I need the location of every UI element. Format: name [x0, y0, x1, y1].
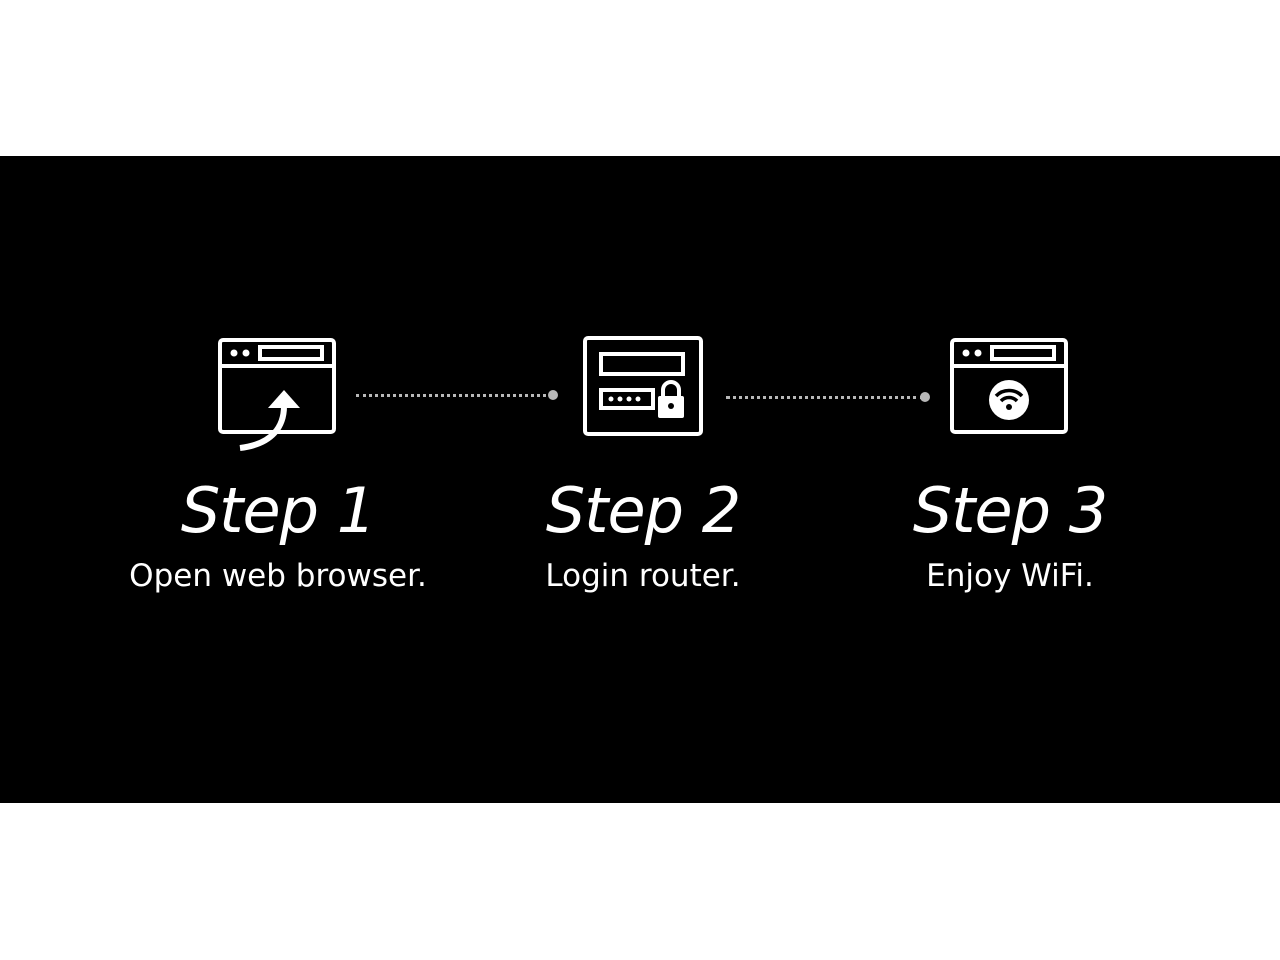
connector-end-dot: [548, 390, 558, 400]
step-title: Step 3: [912, 474, 1108, 547]
step-title: Step 2: [545, 474, 741, 547]
step-description: Enjoy WiFi.: [926, 558, 1094, 594]
connector-end-dot: [920, 392, 930, 402]
dotted-connector-2: [726, 392, 930, 403]
dotted-connector-1: [356, 390, 558, 401]
browser-upload-icon: [218, 336, 338, 456]
step-title: Step 1: [180, 474, 376, 547]
step-description: Login router.: [545, 558, 741, 594]
steps-banner: Step 1 Open web browser. Step 2 Login ro…: [0, 156, 1280, 803]
step-description: Open web browser.: [129, 558, 427, 594]
browser-wifi-icon: [950, 336, 1070, 456]
login-lock-icon: [583, 336, 703, 456]
